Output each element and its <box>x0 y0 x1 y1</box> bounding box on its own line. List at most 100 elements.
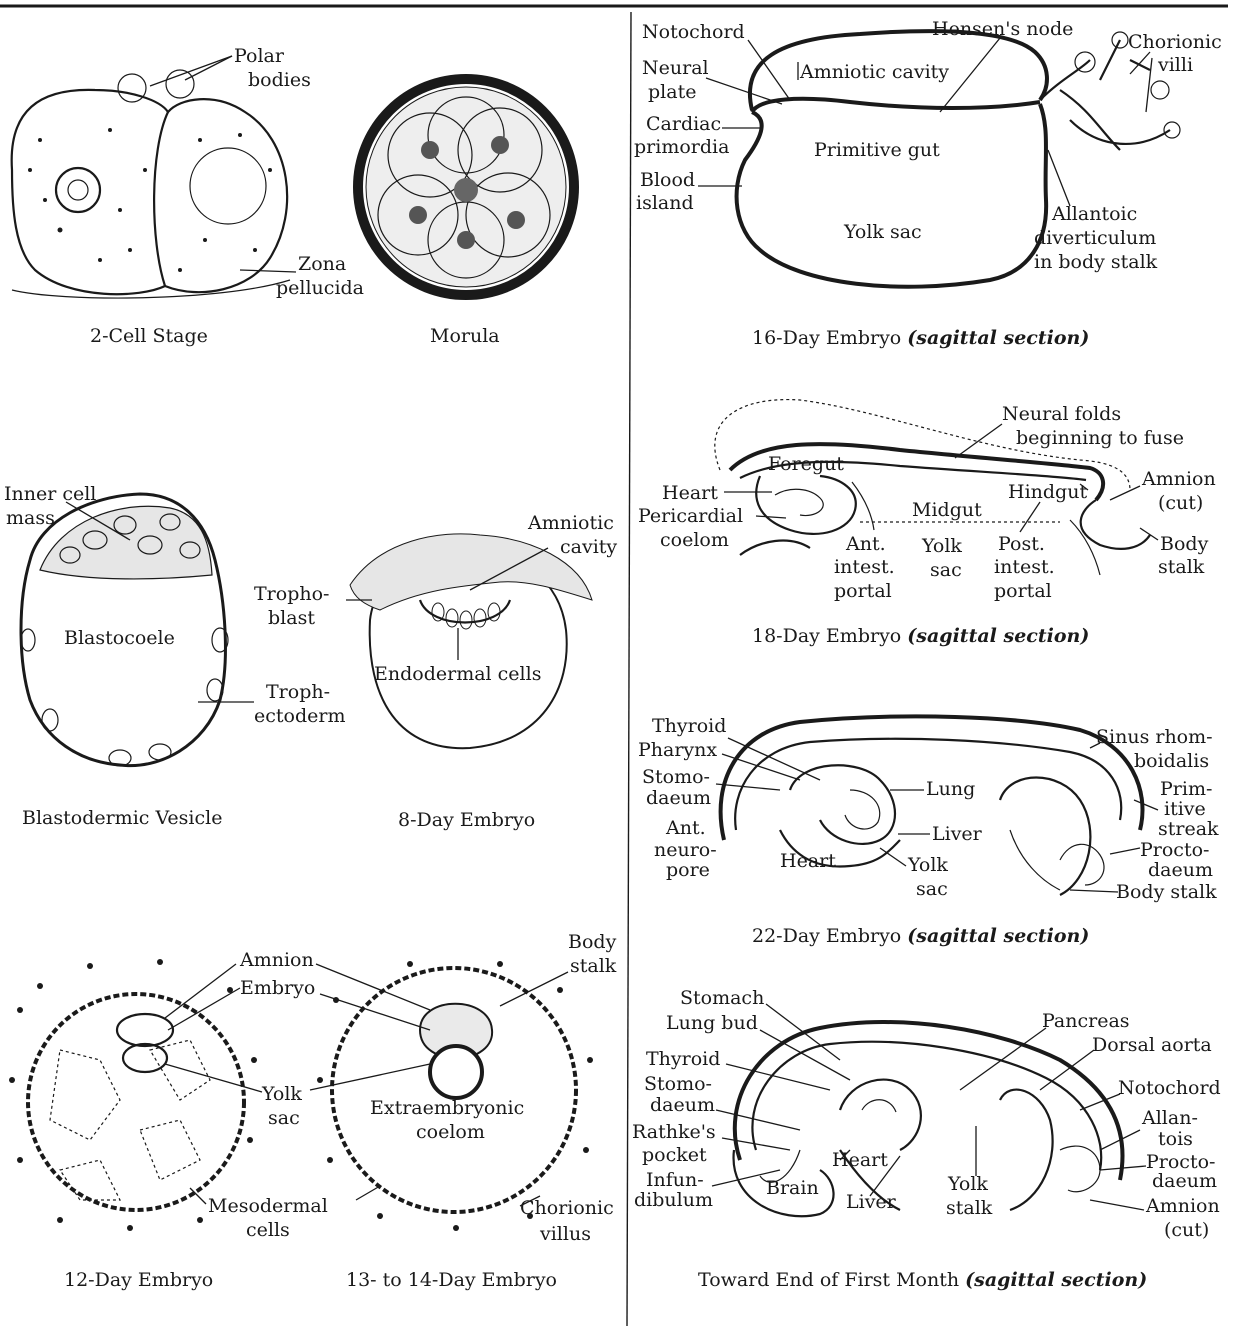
label-thyroid-m: Thyroid <box>646 1048 720 1070</box>
label-mass: mass <box>6 507 55 529</box>
label-infun: Infun- <box>646 1169 704 1191</box>
label-midgut: Midgut <box>912 499 982 521</box>
day8-illustration <box>346 534 592 748</box>
caption-22-day: 22-Day Embryo (sagittal section) <box>752 925 1089 947</box>
label-pellucida: pellucida <box>276 277 364 299</box>
label-liver-22: Liver <box>932 823 983 845</box>
label-polar: Polar <box>234 45 285 67</box>
morula-illustration <box>358 79 574 295</box>
label-cut-m: (cut) <box>1164 1219 1209 1241</box>
label-yolk-m: Yolk <box>947 1173 988 1195</box>
label-villus: villus <box>539 1223 591 1245</box>
label-daeum-m: daeum <box>650 1094 715 1116</box>
label-brain: Brain <box>766 1177 819 1199</box>
label-procto-22: Procto- <box>1140 839 1209 861</box>
label-heart-m: Heart <box>832 1149 888 1171</box>
label-pericardial: Pericardial <box>638 505 743 527</box>
caption-18-day: 18-Day Embryo (sagittal section) <box>752 625 1089 647</box>
label-stalk-m: stalk <box>946 1197 993 1219</box>
label-blastocoele: Blastocoele <box>64 627 175 649</box>
label-chorionic-13: Chorionic <box>520 1197 614 1219</box>
label-ant-18: Ant. <box>845 533 886 555</box>
label-lung-22: Lung <box>926 778 975 800</box>
caption-12-day: 12-Day Embryo <box>64 1269 213 1291</box>
label-itive: itive <box>1164 798 1206 820</box>
label-heart-18: Heart <box>662 482 718 504</box>
label-prim: Prim- <box>1160 778 1212 800</box>
center-divider <box>627 12 631 1326</box>
label-streak: streak <box>1158 818 1219 840</box>
label-body-13: Body <box>568 931 617 953</box>
label-yolk-18: Yolk <box>921 535 962 557</box>
label-tropho: Tropho- <box>254 583 329 605</box>
label-cardiac: Cardiac <box>646 113 721 135</box>
label-dibulum: dibulum <box>634 1189 713 1211</box>
label-pharynx: Pharynx <box>638 739 717 761</box>
label-coelom-18: coelom <box>660 529 729 551</box>
label-bodies: bodies <box>248 69 311 91</box>
label-post: Post. <box>998 533 1045 555</box>
label-sac-22: sac <box>916 878 948 900</box>
label-sinus-rhom: Sinus rhom- <box>1096 726 1213 748</box>
label-blood: Blood <box>640 169 695 191</box>
label-body-18: Body <box>1160 533 1209 555</box>
label-sac-18: sac <box>930 559 962 581</box>
label-neuro: neuro- <box>654 839 717 861</box>
label-ant-22: Ant. <box>665 817 706 839</box>
caption-2-cell-stage: 2-Cell Stage <box>90 325 208 347</box>
label-primitive-gut: Primitive gut <box>814 139 940 161</box>
label-foregut: Foregut <box>768 453 844 475</box>
label-daeum-22b: daeum <box>1148 859 1213 881</box>
day13-illustration <box>310 961 593 1231</box>
label-primordia: primordia <box>634 136 729 158</box>
label-zona: Zona <box>298 253 346 275</box>
label-in-body-stalk: in body stalk <box>1034 251 1158 273</box>
caption-blastodermic: Blastodermic Vesicle <box>22 807 222 829</box>
label-stomo-m: Stomo- <box>644 1073 712 1095</box>
label-stomach: Stomach <box>680 987 764 1009</box>
label-hensens-node: Hensen's node <box>932 18 1073 40</box>
label-endodermal-cells: Endodermal cells <box>374 663 541 685</box>
label-neural: Neural <box>642 57 709 79</box>
caption-8-day: 8-Day Embryo <box>398 809 535 831</box>
label-hindgut: Hindgut <box>1008 481 1087 503</box>
label-rathkes: Rathke's <box>632 1121 716 1143</box>
label-allan: Allan- <box>1141 1107 1198 1129</box>
label-troph: Troph- <box>266 681 330 703</box>
two-cell-illustration <box>12 56 296 298</box>
label-inner-cell: Inner cell <box>4 483 96 505</box>
label-notochord-16: Notochord <box>642 21 745 43</box>
label-intest-post: intest. <box>994 556 1055 578</box>
label-cavity-8: cavity <box>560 536 617 558</box>
label-portal-ant: portal <box>834 580 892 602</box>
label-liver-m: Liver <box>846 1191 897 1213</box>
label-intest-ant: intest. <box>834 556 895 578</box>
label-yolk-22: Yolk <box>907 854 948 876</box>
label-neural-folds: Neural folds <box>1002 403 1121 425</box>
label-stalk-13: stalk <box>570 955 617 977</box>
label-sac-12: sac <box>268 1107 300 1129</box>
label-dorsal-aorta: Dorsal aorta <box>1092 1034 1212 1056</box>
label-daeum-m2: daeum <box>1152 1170 1217 1192</box>
label-mesodermal: Mesodermal <box>208 1195 328 1217</box>
label-blast: blast <box>268 607 315 629</box>
caption-16-day: 16-Day Embryo (sagittal section) <box>752 327 1089 349</box>
label-cut-18: (cut) <box>1158 492 1203 514</box>
label-island: island <box>636 192 694 214</box>
label-cells-12: cells <box>246 1219 290 1241</box>
caption-morula: Morula <box>430 325 500 347</box>
label-amniotic-8: Amniotic <box>527 512 614 534</box>
label-notochord-m: Notochord <box>1118 1077 1221 1099</box>
label-allantoic: Allantoic <box>1051 203 1137 225</box>
label-amnion-m: Amnion <box>1145 1195 1220 1217</box>
caption-13-14-day: 13- to 14-Day Embryo <box>346 1269 557 1291</box>
label-yolk-sac-16: Yolk sac <box>843 221 922 243</box>
label-coelom-13: coelom <box>416 1121 485 1143</box>
label-daeum-22: daeum <box>646 787 711 809</box>
label-lung-bud: Lung bud <box>666 1012 758 1034</box>
label-body-stalk-22: Body stalk <box>1116 881 1217 903</box>
label-diverticulum: diverticulum <box>1034 227 1156 249</box>
label-portal-post: portal <box>994 580 1052 602</box>
label-amnion-12: Amnion <box>239 949 314 971</box>
